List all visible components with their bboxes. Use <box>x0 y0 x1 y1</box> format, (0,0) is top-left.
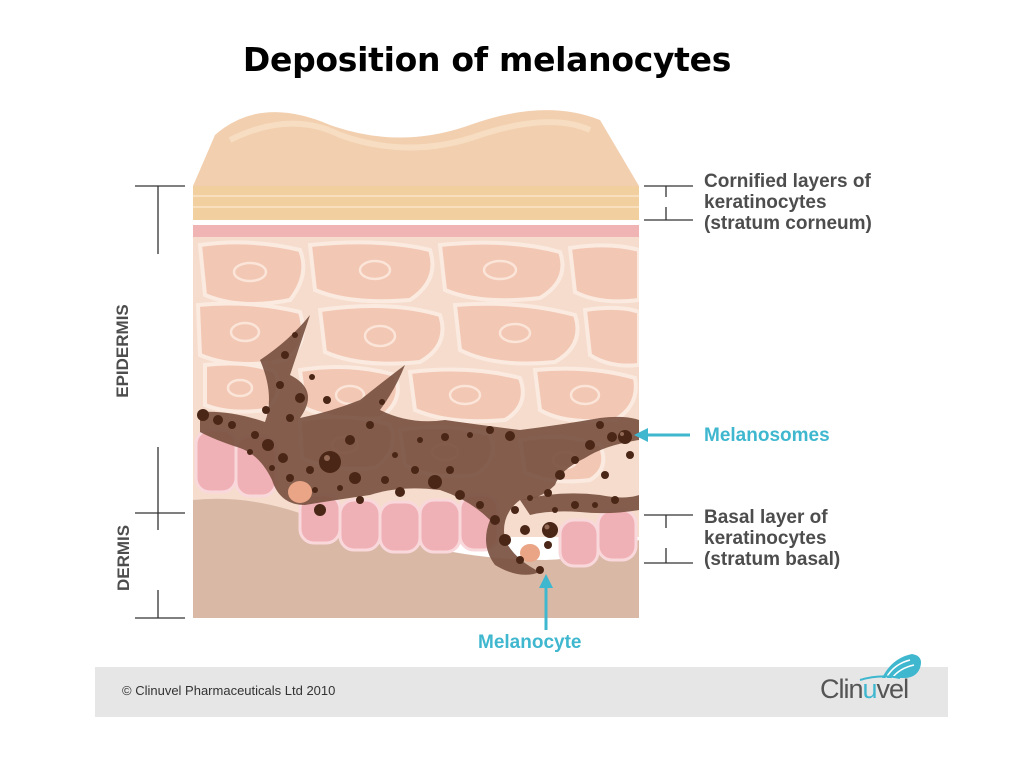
melanocyte-label: Melanocyte <box>478 632 582 653</box>
melanosomes-arrow <box>634 428 690 442</box>
logo-wordmark: Clinuvel <box>820 674 910 705</box>
melanosome-granules <box>197 332 634 574</box>
footer-bar <box>95 667 948 717</box>
basal-layer-label: Basal layer of keratinocytes (stratum ba… <box>704 507 840 570</box>
cornified-label-line: keratinocytes <box>704 192 827 213</box>
basal-label-line: (stratum basal) <box>704 549 841 570</box>
melanosomes-label: Melanosomes <box>704 425 830 446</box>
melanocyte-nucleus <box>288 481 312 503</box>
melanosome-highlights <box>324 432 624 530</box>
copyright-text: © Clinuvel Pharmaceuticals Ltd 2010 <box>122 683 336 698</box>
melanocyte-body <box>200 315 639 575</box>
clinuvel-logo: Clinuvel <box>820 648 930 708</box>
epidermis-label: EPIDERMIS <box>113 304 132 398</box>
logo-text-suffix: vel <box>876 674 910 704</box>
basal-label-line: keratinocytes <box>704 528 827 549</box>
logo-text-accent: u <box>862 674 878 704</box>
basal-layer-cells <box>194 428 638 568</box>
logo-emblem-icon <box>859 654 921 681</box>
cornified-label: Cornified layers of keratinocytes (strat… <box>704 171 872 234</box>
cornified-label-line: (stratum corneum) <box>704 213 872 234</box>
basal-bracket <box>644 514 693 564</box>
slide-title: Deposition of melanocytes <box>242 40 732 79</box>
cornified-label-line: Cornified layers of <box>704 171 871 192</box>
logo-text-prefix: Clin <box>820 674 864 704</box>
basal-label-line: Basal layer of <box>704 507 828 528</box>
granular-layer <box>193 225 639 237</box>
cornified-bracket <box>644 185 693 221</box>
epidermis-bracket <box>135 185 185 514</box>
dermis-bracket <box>135 513 185 619</box>
skin-surface-highlight <box>228 119 592 151</box>
melanocyte-arrow <box>539 574 553 630</box>
stratum-corneum-layer <box>193 186 639 220</box>
dermis-label: DERMIS <box>114 524 133 591</box>
